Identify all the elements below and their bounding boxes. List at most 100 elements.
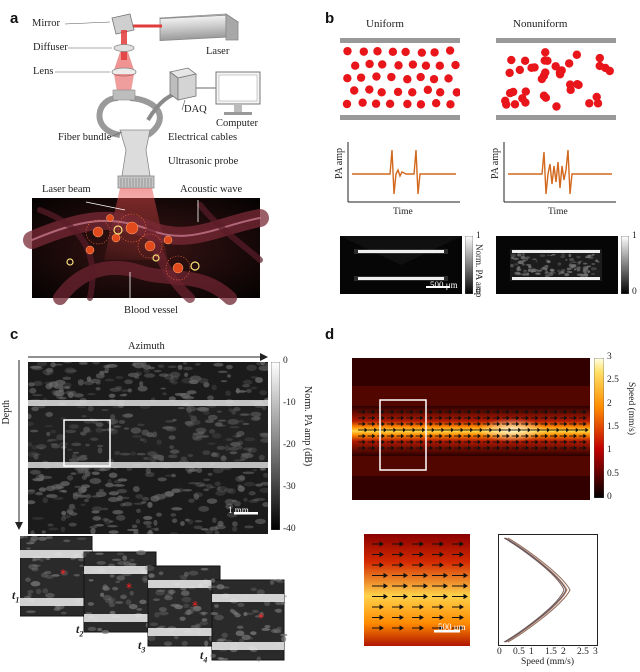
- particle: [408, 88, 417, 97]
- label-fiber-bundle: Fiber bundle: [58, 132, 112, 143]
- ultrasonic-probe: [117, 129, 155, 189]
- diffuser-icon: [113, 44, 135, 52]
- c-colorbar-tick: -40: [283, 524, 296, 534]
- computer-device: [196, 71, 261, 115]
- particle: [403, 75, 412, 84]
- d-scalebar-text: 500 μm: [438, 622, 466, 632]
- particle: [430, 48, 439, 57]
- profile-xtick: 2: [561, 647, 566, 657]
- particle: [431, 99, 441, 108]
- uniform-cbar-label: Norm. PA amp: [474, 244, 484, 298]
- particle: [593, 99, 603, 108]
- particle: [365, 85, 374, 94]
- c-colorbar-tick: -30: [283, 482, 296, 492]
- particle: [359, 47, 369, 56]
- particle: [502, 100, 511, 109]
- particle: [585, 99, 594, 108]
- label-diffuser: Diffuser: [33, 42, 68, 53]
- uniform-pa-image: [340, 236, 462, 294]
- roi-box-d: [379, 399, 427, 471]
- particle: [393, 87, 403, 97]
- particle: [343, 46, 352, 56]
- particle: [601, 63, 610, 73]
- particle: [373, 47, 382, 56]
- d-colorbar-tick: 1.5: [607, 422, 619, 432]
- particle: [371, 99, 381, 108]
- particle: [394, 61, 403, 70]
- particle: [520, 56, 530, 66]
- profile-xlabel: Speed (mm/s): [521, 657, 575, 667]
- particle: [372, 72, 381, 81]
- particle: [507, 55, 516, 65]
- depth-label: Depth: [1, 400, 12, 425]
- particle: [592, 92, 601, 102]
- panel-label-c: c: [10, 326, 19, 343]
- c-colorbar: [271, 362, 280, 530]
- particle: [552, 102, 561, 111]
- nonuniform-pa-image: [496, 236, 618, 294]
- uniform-particles: [340, 38, 460, 120]
- nonuniform-colorbar: [621, 236, 629, 294]
- velocity-profile-plot: [498, 534, 598, 646]
- particle: [358, 98, 367, 107]
- particle: [435, 88, 445, 97]
- d-colorbar-tick: 0: [607, 492, 612, 502]
- nonuniform-cbar-min: 0: [632, 287, 637, 297]
- azimuth-label: Azimuth: [128, 341, 165, 352]
- d-colorbar-tick: 0.5: [607, 468, 619, 479]
- particle: [435, 61, 445, 70]
- c-colorbar-tick: -10: [283, 398, 296, 408]
- uniform-cbar-min: 0: [476, 287, 481, 297]
- time-label-4: t4: [200, 648, 208, 665]
- tracked-particle-marker: *: [60, 567, 66, 581]
- label-laser: Laser: [206, 46, 230, 57]
- particle: [423, 85, 433, 95]
- particle: [445, 46, 455, 55]
- nonuniform-particles: [496, 38, 616, 120]
- particle: [421, 61, 431, 70]
- pa-image-c: [28, 362, 268, 534]
- particle: [505, 68, 514, 78]
- particle: [342, 99, 352, 109]
- particle: [378, 60, 387, 69]
- red-blood-cells: [85, 214, 184, 274]
- particle: [451, 60, 460, 70]
- particle: [416, 72, 425, 82]
- particle: [510, 100, 520, 109]
- particle: [387, 72, 396, 82]
- uniform-xlabel: Time: [393, 207, 413, 217]
- d-colorbar-label: Speed (mm/s): [626, 382, 636, 436]
- particle: [343, 73, 352, 83]
- label-acoustic-wave: Acoustic wave: [180, 184, 243, 195]
- particle: [408, 60, 418, 69]
- particle: [350, 86, 359, 95]
- particle: [551, 62, 560, 71]
- label-lens: Lens: [33, 66, 54, 77]
- time-label-3: t3: [138, 638, 146, 655]
- label-mirror: Mirror: [32, 18, 60, 29]
- particle: [564, 59, 574, 68]
- d-colorbar-tick: 2.5: [607, 375, 619, 386]
- particle: [388, 47, 398, 56]
- c-scalebar-text: 1 mm: [228, 505, 249, 515]
- particle: [527, 63, 536, 73]
- particle: [356, 73, 366, 82]
- particle: [452, 88, 460, 97]
- particle: [401, 47, 410, 57]
- uniform-colorbar: [465, 236, 473, 294]
- d-colorbar-tick: 1: [607, 445, 612, 456]
- nonuniform-cbar-max: 1: [632, 231, 637, 241]
- tracked-particle-marker: *: [258, 611, 264, 625]
- particle: [555, 70, 565, 79]
- laser-device: [158, 13, 240, 42]
- timelapse-frame: *: [145, 565, 225, 648]
- particle: [521, 87, 530, 96]
- particle: [505, 88, 515, 98]
- d-colorbar-tick: 2: [607, 398, 612, 409]
- d-colorbar: [594, 358, 604, 498]
- tracked-particle-marker: *: [126, 581, 132, 595]
- c-colorbar-tick: 0: [283, 356, 288, 366]
- particle: [541, 93, 551, 102]
- label-laser-beam: Laser beam: [42, 184, 91, 195]
- nonuniform-ylabel: PA amp: [490, 148, 501, 180]
